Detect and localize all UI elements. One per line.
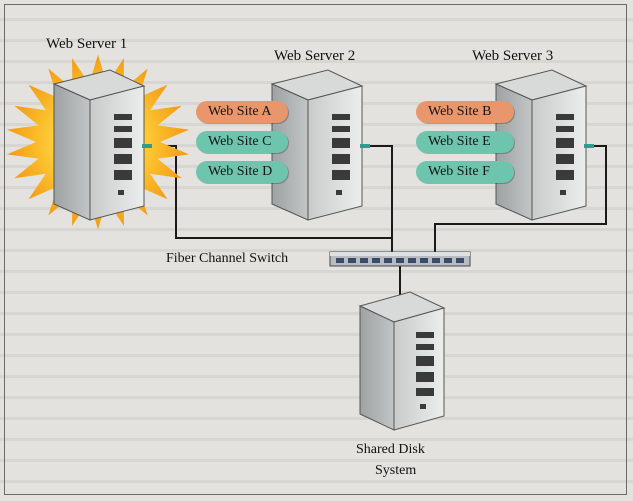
server-tower-1 (52, 69, 152, 221)
port-3 (584, 144, 594, 148)
storage-label-line2: System (375, 463, 417, 478)
site-pill-c: Web Site C (196, 131, 288, 153)
server-label-3: Web Server 3 (472, 48, 554, 64)
fiber-channel-switch (329, 251, 471, 267)
site-pill-d: Web Site D (196, 161, 288, 183)
server-label-2: Web Server 2 (274, 48, 356, 64)
cable-server2 (370, 145, 393, 238)
site-pill-f: Web Site F (416, 161, 514, 183)
cable-server3 (434, 145, 607, 256)
site-pill-a: Web Site A (196, 101, 288, 123)
figure-frame (4, 4, 627, 495)
server-label-1: Web Server 1 (46, 36, 128, 52)
site-pill-b: Web Site B (416, 101, 514, 123)
site-pill-e: Web Site E (416, 131, 514, 153)
storage-label-line1: Shared Disk (356, 442, 425, 457)
port-1 (142, 144, 152, 148)
switch-label: Fiber Channel Switch (166, 251, 289, 266)
shared-disk-tower (358, 291, 446, 431)
port-2 (360, 144, 370, 148)
